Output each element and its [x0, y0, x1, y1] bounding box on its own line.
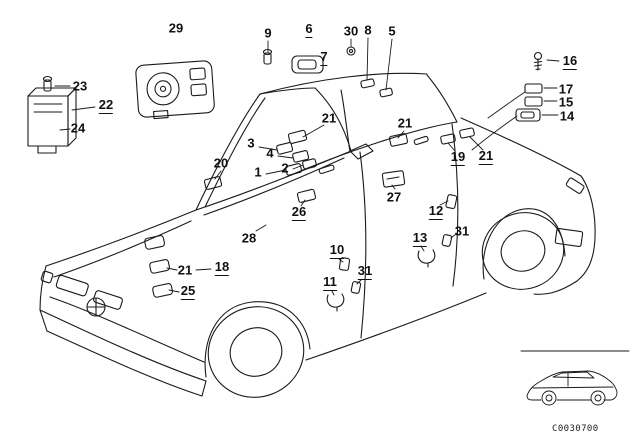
callout-21[interactable]: 21: [397, 115, 413, 131]
callout-2[interactable]: 2: [281, 160, 289, 176]
side-mirror: [349, 143, 374, 160]
diagram-code: C0030700: [552, 424, 599, 434]
part-icon-lamp-14: [515, 108, 541, 122]
callout-3[interactable]: 3: [247, 135, 255, 151]
callout-28[interactable]: 28: [241, 230, 257, 246]
callout-4[interactable]: 4: [266, 145, 274, 161]
part-icon-bulb-9: [262, 48, 273, 65]
callout-12[interactable]: 12: [428, 203, 444, 220]
part-icon-hardware: [326, 194, 458, 312]
vehicle-thumbnail: [520, 350, 630, 406]
callout-18[interactable]: 18: [214, 259, 230, 276]
callout-21[interactable]: 21: [321, 110, 337, 126]
callout-7[interactable]: 7: [320, 49, 328, 66]
part-icon-module-22: [27, 87, 77, 154]
part-icon-lamp-15: [524, 96, 543, 107]
callout-8[interactable]: 8: [364, 22, 372, 38]
callout-9[interactable]: 9: [264, 25, 272, 41]
callout-26[interactable]: 26: [291, 204, 307, 221]
callout-21[interactable]: 21: [478, 148, 494, 165]
callout-6[interactable]: 6: [305, 21, 313, 38]
car-line-art: [39, 72, 596, 398]
brand-roundel-icon: [86, 297, 106, 317]
callout-15[interactable]: 15: [558, 94, 574, 110]
callout-27[interactable]: 27: [386, 189, 402, 205]
part-icon-lamp-6: [291, 55, 324, 74]
callout-16[interactable]: 16: [562, 53, 578, 70]
callout-1[interactable]: 1: [254, 164, 262, 180]
callout-11[interactable]: 11: [323, 274, 337, 291]
callout-25[interactable]: 25: [180, 283, 196, 300]
callout-29[interactable]: 29: [168, 20, 184, 36]
part-icon-screw-16: [533, 51, 543, 71]
part-icon-interior-lamps: [203, 127, 475, 203]
callout-21[interactable]: 21: [177, 262, 193, 278]
part-icon-grommet-30: [346, 46, 356, 56]
callout-23[interactable]: 23: [72, 78, 88, 94]
part-icon-lamp-17: [524, 83, 543, 94]
callout-31[interactable]: 31: [357, 263, 373, 280]
callout-31[interactable]: 31: [454, 223, 470, 239]
callout-19[interactable]: 19: [450, 149, 466, 166]
part-icon-bulb-23: [42, 75, 53, 92]
part-icon-fender-lamps: [144, 235, 174, 298]
callout-24[interactable]: 24: [70, 120, 86, 136]
callout-22[interactable]: 22: [98, 97, 114, 114]
callout-17[interactable]: 17: [558, 81, 574, 97]
callout-14[interactable]: 14: [559, 108, 575, 124]
callout-30[interactable]: 30: [343, 23, 359, 39]
callout-20[interactable]: 20: [213, 155, 229, 171]
part-icon-mount-5: [379, 87, 393, 98]
callout-10[interactable]: 10: [329, 242, 345, 259]
leader-lines: [54, 37, 560, 296]
callout-5[interactable]: 5: [388, 23, 396, 39]
callout-13[interactable]: 13: [412, 230, 428, 247]
part-icon-mount-8: [360, 78, 375, 89]
part-icon-control-unit: [135, 60, 215, 120]
